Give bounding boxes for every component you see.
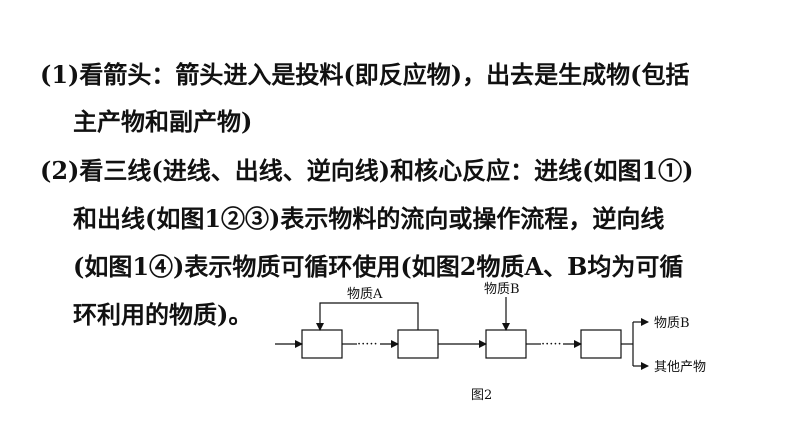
process-box-1: [301, 329, 343, 359]
dots-ellipsis-1: ·····: [357, 337, 378, 352]
label-substance-b-input: 物质B: [484, 282, 520, 297]
text-line-1: (1)看箭头：箭头进入是投料(即反应物)，出去是生成物(包括: [40, 60, 690, 89]
label-output-other: 其他产物: [654, 360, 706, 375]
text-line-2: 主产物和副产物): [73, 107, 253, 136]
text-line-3: (2)看三线(进线、出线、逆向线)和核心反应：进线(如图1①): [40, 156, 694, 185]
text-line-6: 环利用的物质)。: [73, 300, 253, 329]
dots-ellipsis-2: ·····: [541, 337, 562, 352]
process-box-4: [580, 329, 622, 359]
process-box-2: [397, 329, 439, 359]
label-substance-a: 物质A: [347, 287, 383, 302]
recycle-arrow-a: [316, 302, 419, 331]
label-output-b: 物质B: [654, 316, 690, 331]
text-line-5: (如图1④)表示物质可循环使用(如图2物质A、B均为可循: [73, 252, 684, 281]
text-line-4: 和出线(如图1②③)表示物料的流向或操作流程，逆向线: [73, 204, 665, 233]
figure-caption: 图2: [471, 388, 492, 403]
process-box-3: [485, 329, 527, 359]
